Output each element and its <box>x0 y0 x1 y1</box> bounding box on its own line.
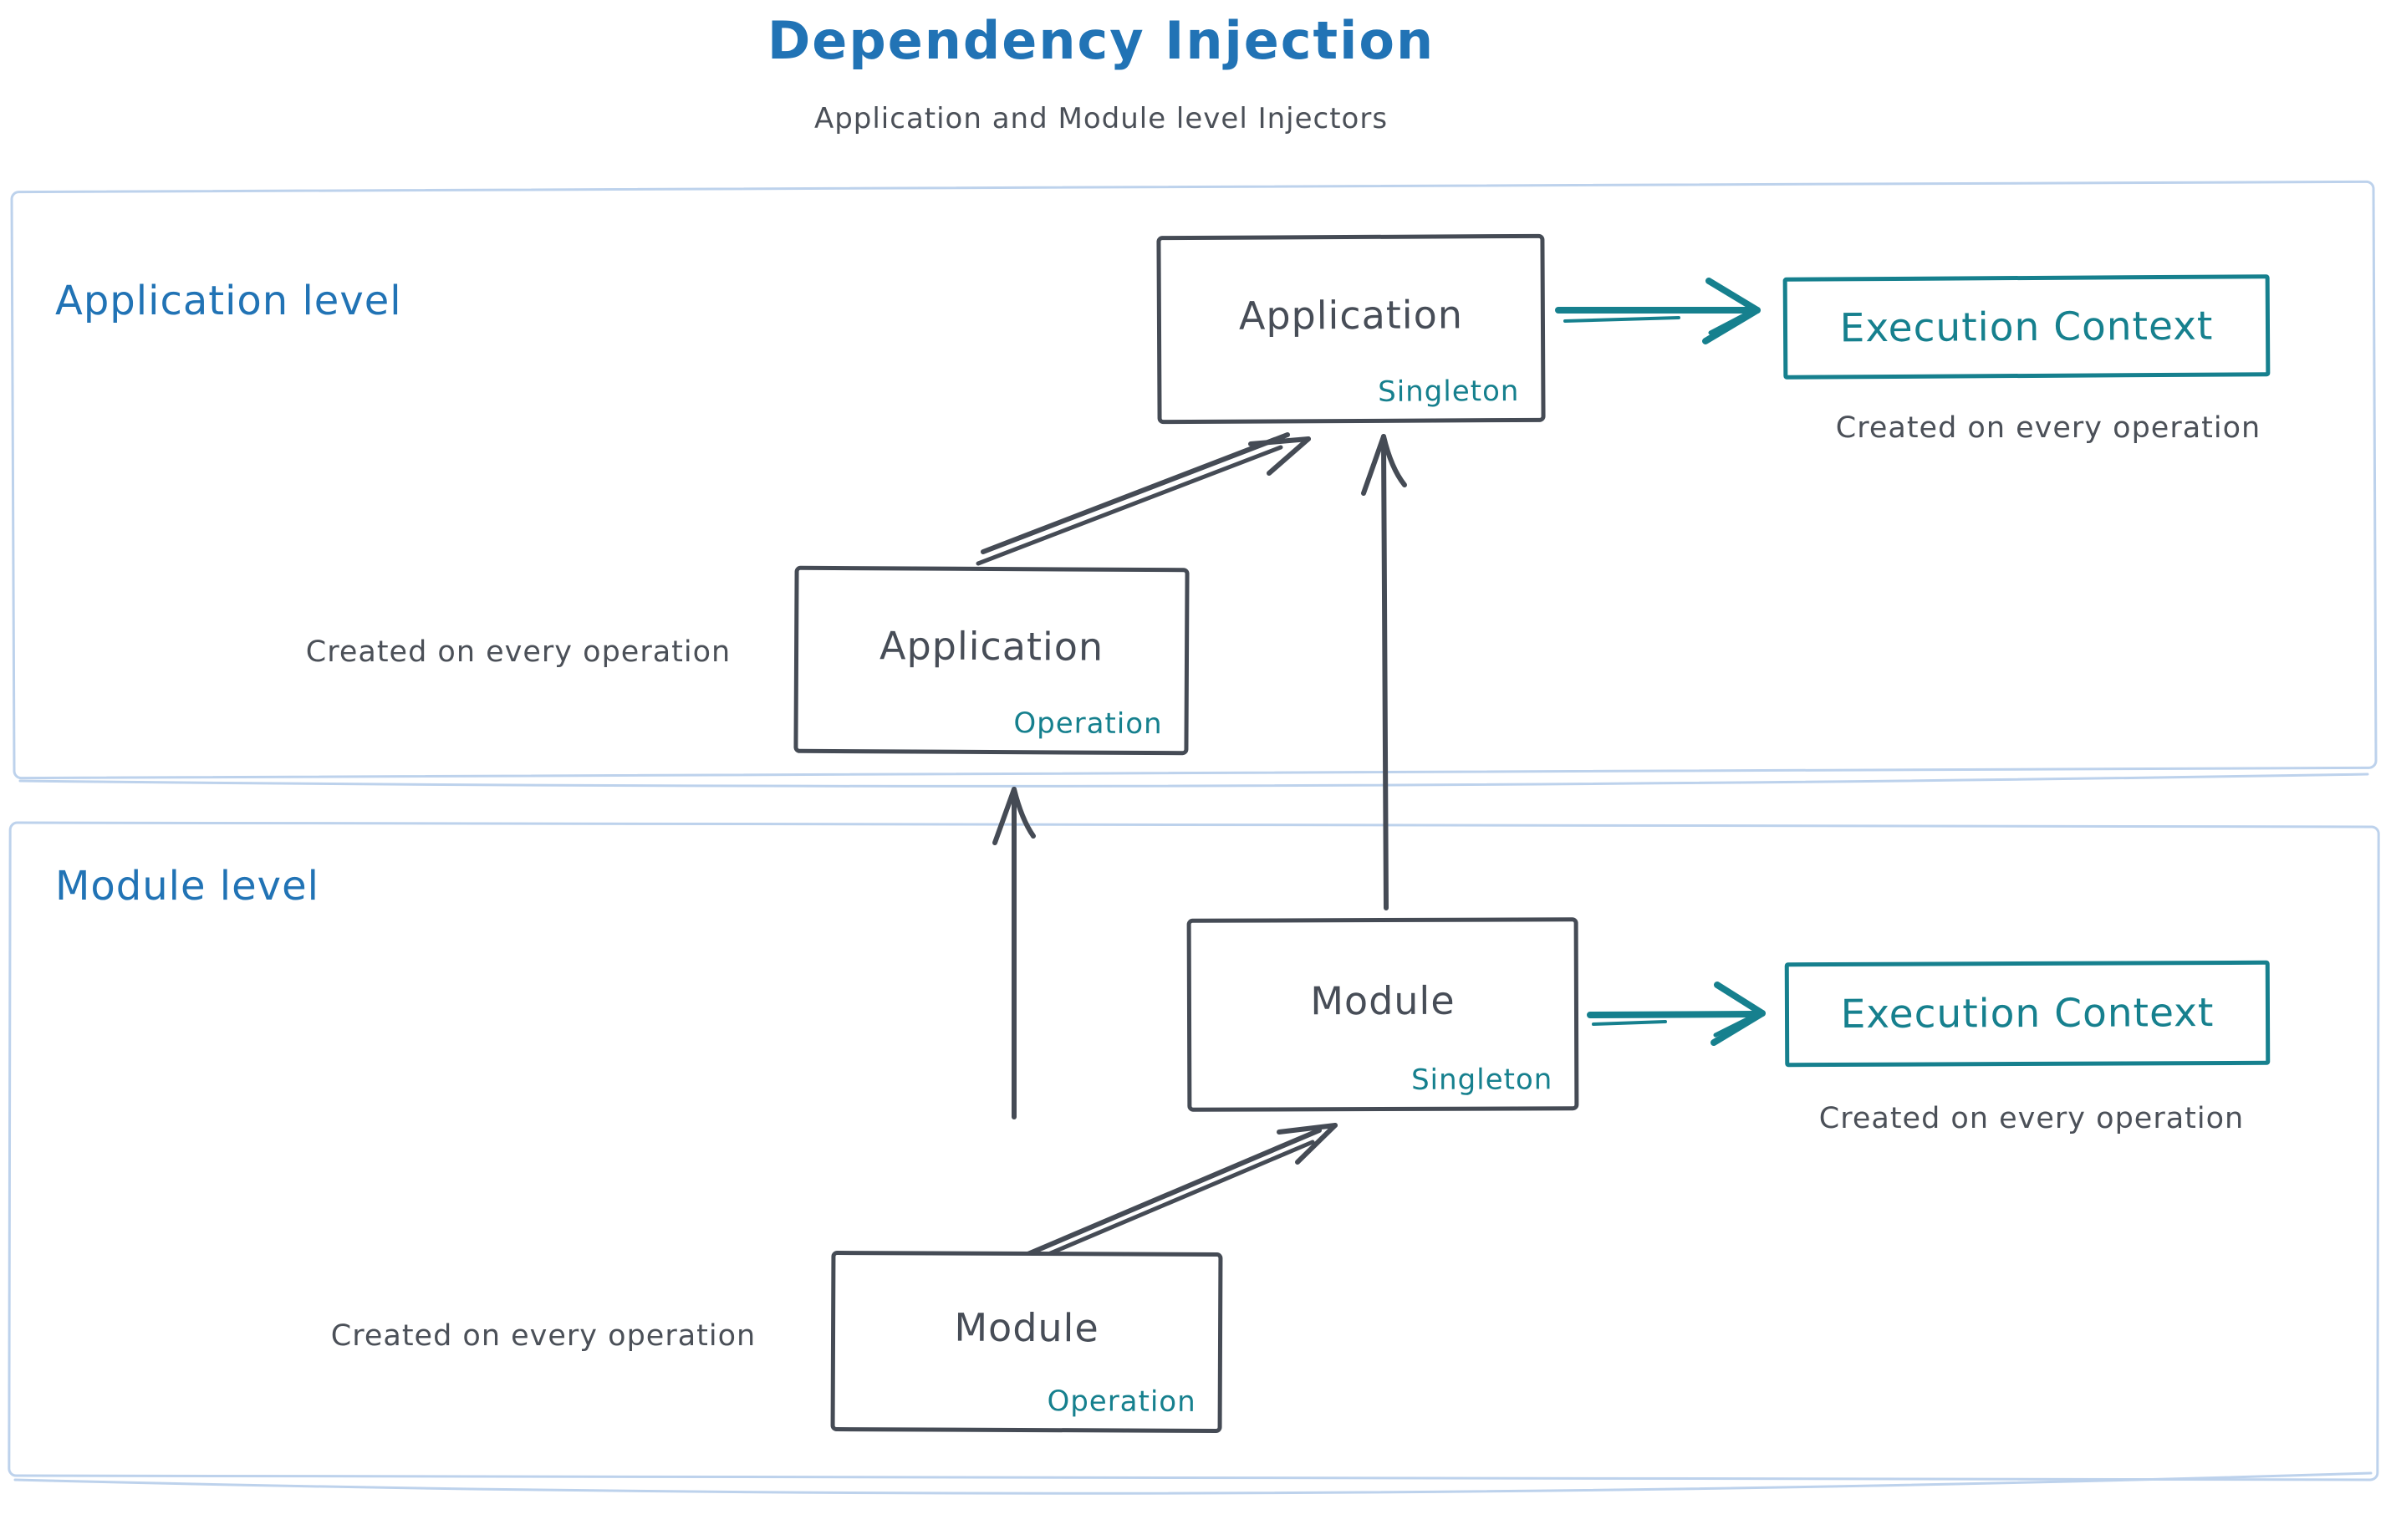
page-title: Dependency Injection <box>767 10 1435 71</box>
app-operation-caption: Created on every operation <box>305 635 732 669</box>
page-subtitle: Application and Module level Injectors <box>813 102 1389 135</box>
module-execution-context-label: Execution Context <box>1840 990 2215 1038</box>
module-execution-context-box: Execution Context <box>1784 960 2271 1068</box>
app-execution-context-label: Execution Context <box>1839 303 2214 351</box>
module-singleton-box: Module Singleton <box>1186 917 1579 1112</box>
module-singleton-scope: Singleton <box>1410 1063 1553 1097</box>
app-singleton-box: Application Singleton <box>1156 233 1546 425</box>
module-operation-box: Module Operation <box>830 1250 1223 1434</box>
module-operation-scope: Operation <box>1047 1384 1196 1419</box>
module-execution-context-caption: Created on every operation <box>1818 1102 2245 1135</box>
module-operation-caption: Created on every operation <box>330 1319 757 1353</box>
application-level-label: Application level <box>55 278 402 324</box>
app-singleton-title: Application <box>1238 291 1464 339</box>
module-singleton-title: Module <box>1310 977 1456 1023</box>
app-execution-context-box: Execution Context <box>1782 274 2271 380</box>
app-operation-scope: Operation <box>1013 706 1163 742</box>
app-singleton-scope: Singleton <box>1378 374 1520 409</box>
app-operation-box: Application Operation <box>793 565 1190 756</box>
module-operation-title: Module <box>954 1304 1099 1351</box>
module-level-label: Module level <box>55 863 319 910</box>
app-operation-title: Application <box>879 623 1104 670</box>
app-execution-context-caption: Created on every operation <box>1835 411 2261 445</box>
